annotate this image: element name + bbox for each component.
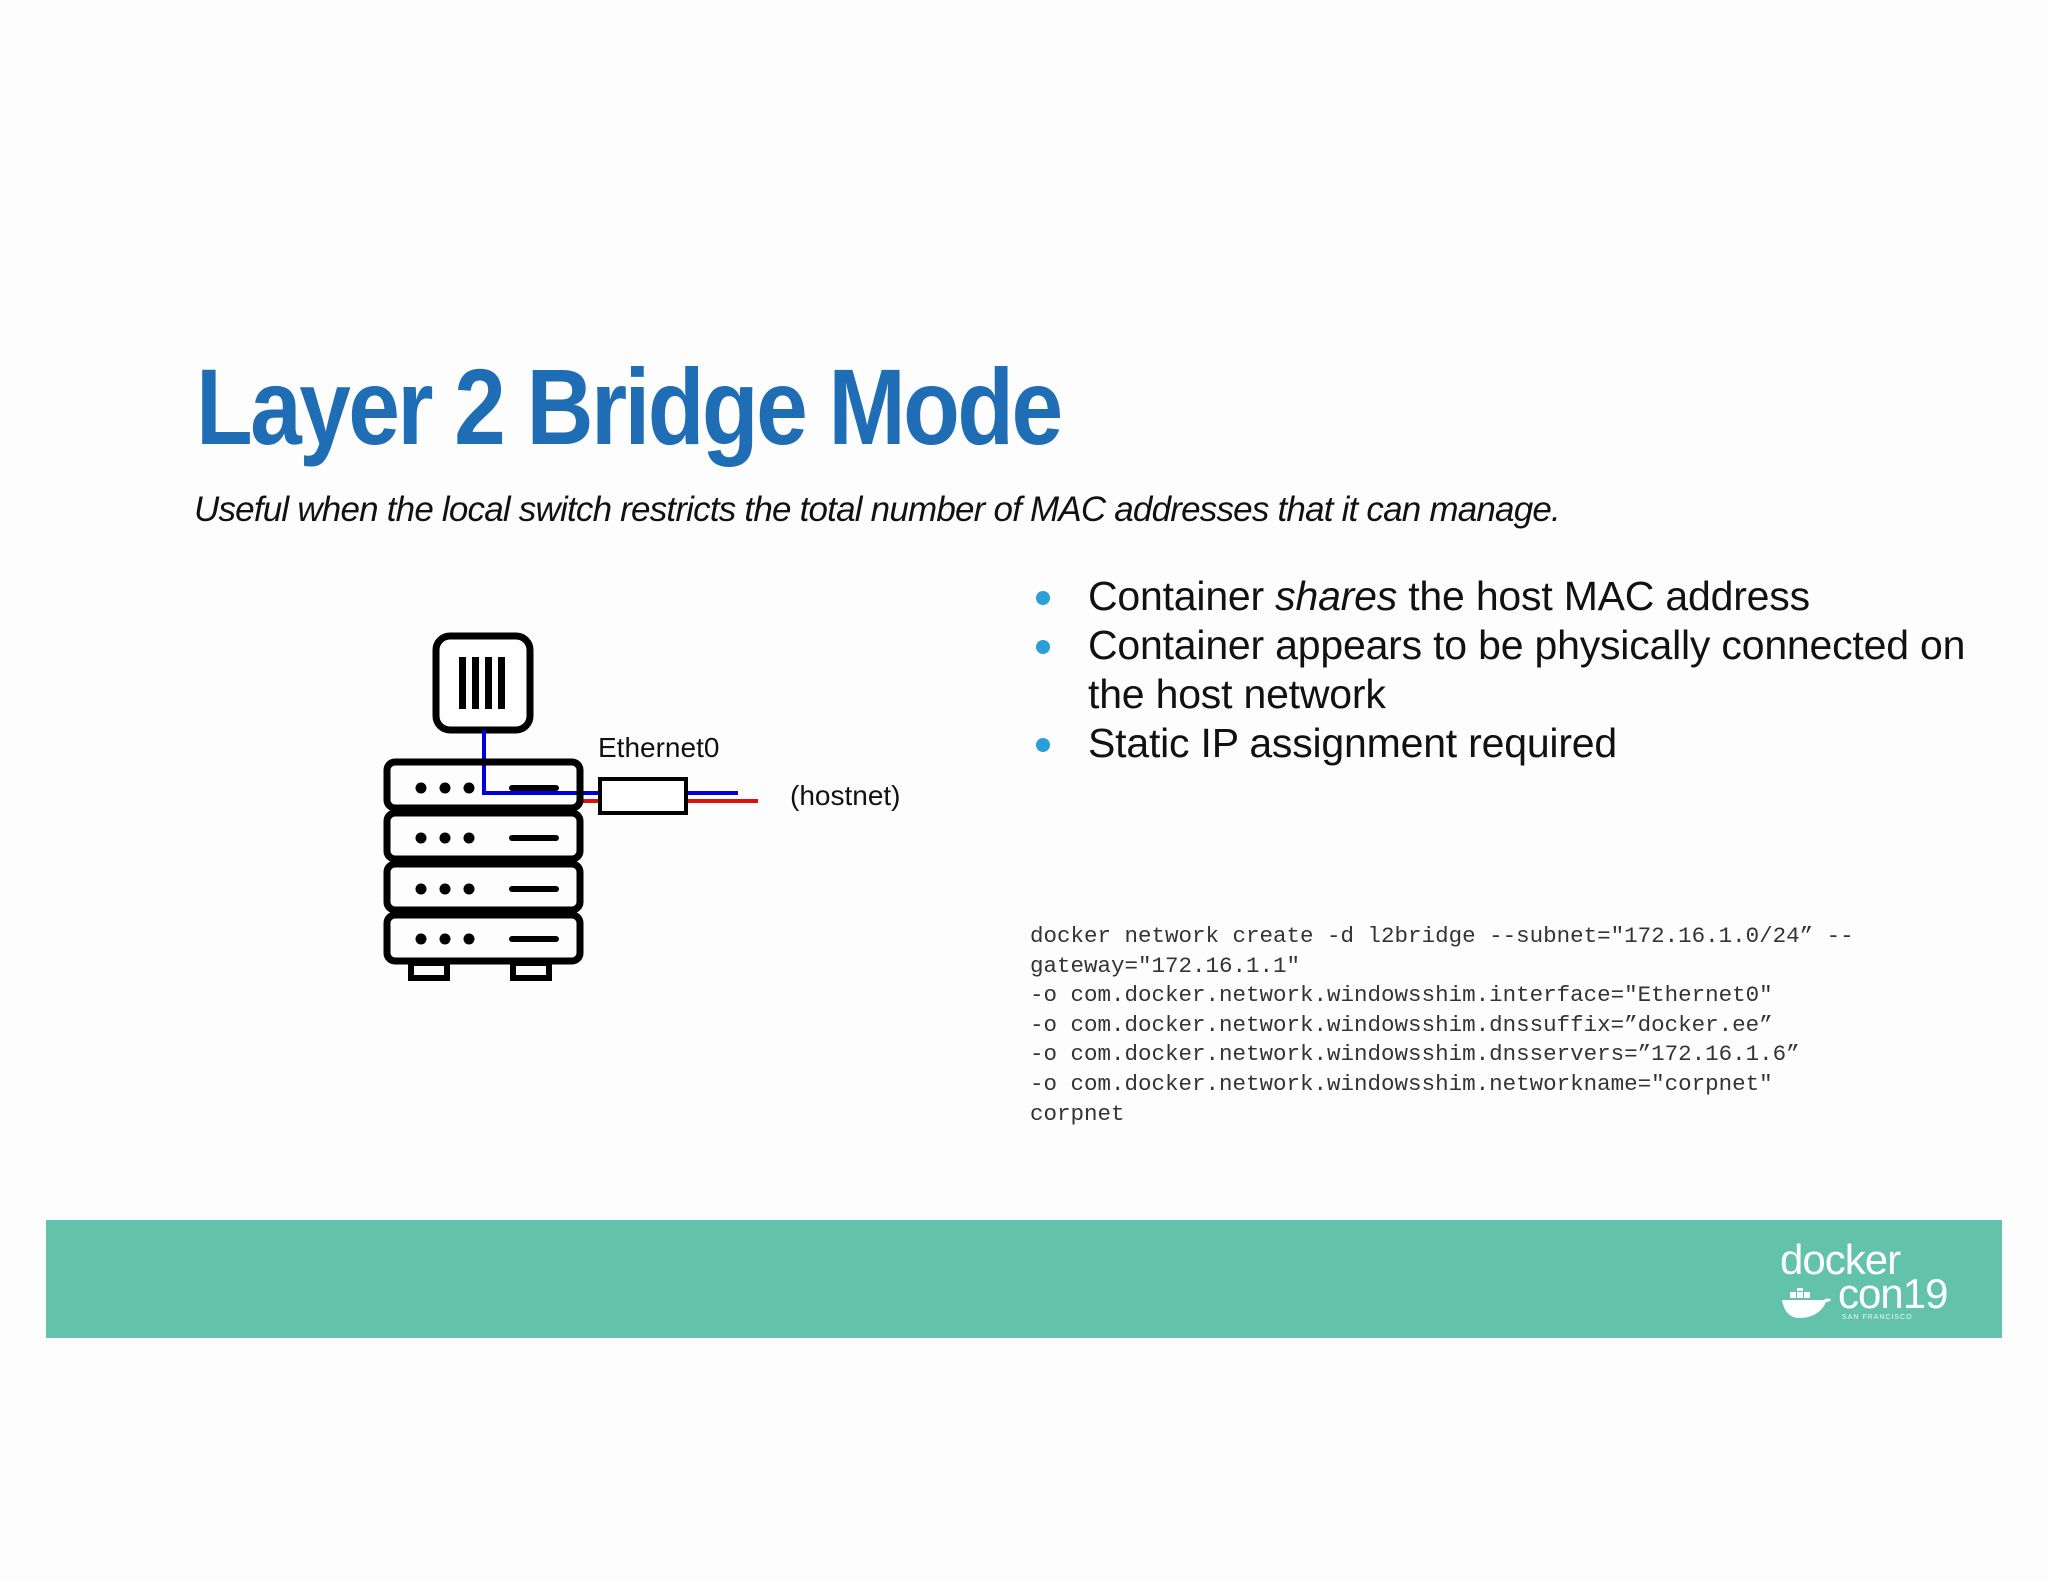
dockercon-logo: docker con19 SAN FRANCISCO xyxy=(1780,1236,1980,1324)
slide-subtitle: Useful when the local switch restricts t… xyxy=(194,490,1561,529)
bullet-text-end: the host MAC address xyxy=(1397,573,1810,619)
bullet-text-start: Container xyxy=(1088,573,1276,619)
bullet-text-emphasis: shares xyxy=(1275,573,1398,619)
network-adapter-icon xyxy=(598,777,688,815)
code-line: -o com.docker.network.windowsshim.interf… xyxy=(1030,982,1773,1009)
bullet-item: Container appears to be physically conne… xyxy=(1030,621,2030,719)
code-line: -o com.docker.network.windowsshim.dnssuf… xyxy=(1030,1011,1773,1038)
bullet-text: Static IP assignment required xyxy=(1088,720,1618,766)
bullet-icon xyxy=(1036,738,1050,752)
docker-whale-icon xyxy=(1782,1288,1831,1318)
bullet-list: Container shares the host MAC address Co… xyxy=(1030,572,2030,768)
code-line: -o com.docker.network.windowsshim.networ… xyxy=(1030,1070,1773,1097)
container-icon xyxy=(432,632,534,734)
adapter-label: Ethernet0 xyxy=(598,732,720,763)
slide-title: Layer 2 Bridge Mode xyxy=(196,346,1063,467)
server-rack-icon xyxy=(383,758,584,981)
logo-word-docker: docker xyxy=(1780,1236,1901,1283)
logo-location: SAN FRANCISCO xyxy=(1842,1314,1913,1321)
bullet-icon xyxy=(1036,640,1050,654)
network-label: (hostnet) xyxy=(790,780,901,811)
bullet-text: Container appears to be physically conne… xyxy=(1088,622,1966,717)
logo-word-con: con19 xyxy=(1838,1270,1948,1317)
code-line: corpnet xyxy=(1030,1100,1125,1127)
bullet-icon xyxy=(1036,591,1050,605)
code-block: docker network create -d l2bridge --subn… xyxy=(1030,922,1854,1129)
code-line: -o com.docker.network.windowsshim.dnsser… xyxy=(1030,1041,1800,1068)
footer-band: docker con19 SAN FRANCISCO xyxy=(46,1220,2002,1338)
code-line: gateway="172.16.1.1" xyxy=(1030,952,1301,979)
bullet-item: Static IP assignment required xyxy=(1030,719,2030,768)
network-diagram xyxy=(383,632,758,981)
code-line: docker network create -d l2bridge --subn… xyxy=(1030,923,1854,949)
bullet-item: Container shares the host MAC address xyxy=(1030,572,2030,621)
